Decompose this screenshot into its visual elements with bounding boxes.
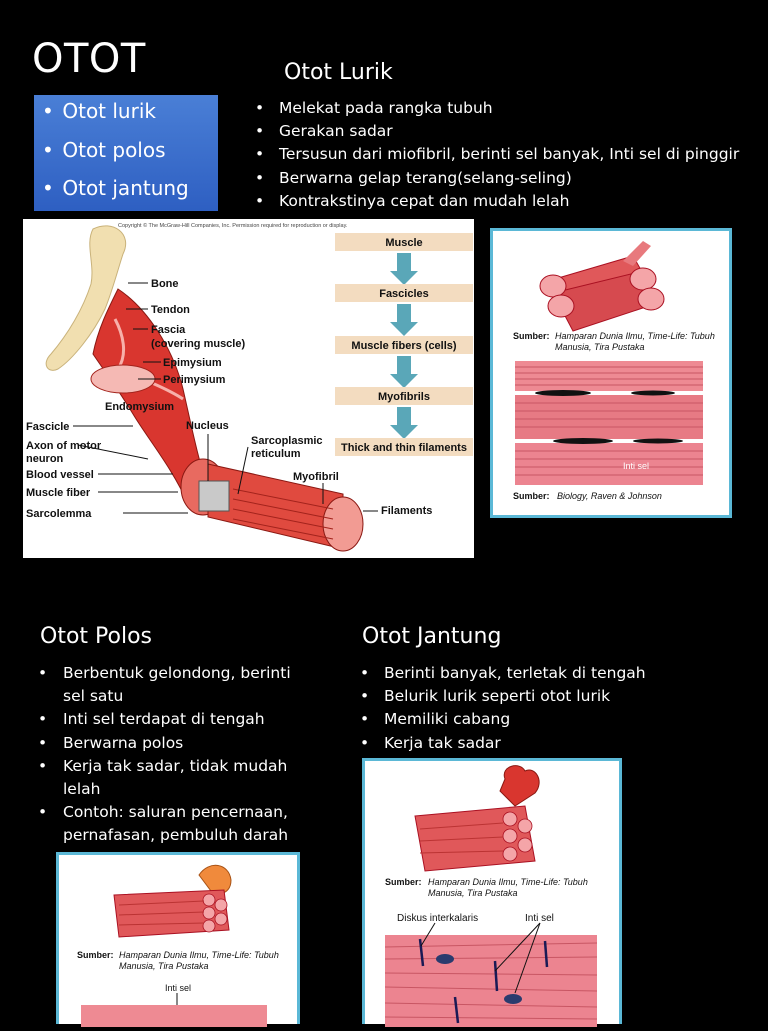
skeletal-fiber-illustration <box>539 241 665 332</box>
label-nucleus: Nucleus <box>186 420 229 432</box>
label-filaments: Filaments <box>381 505 432 517</box>
nucleus-label: Inti sel <box>525 913 554 924</box>
polos-image-panel: Sumber: Hamparan Dunia Ilmu, Time-Life: … <box>56 852 300 1027</box>
label-sarcoplasmic-sub: reticulum <box>251 448 301 460</box>
copyright-text: Copyright © The McGraw-Hill Companies, I… <box>118 222 348 229</box>
striated-fiber-micrograph <box>515 361 703 485</box>
label-sarcolemma: Sarcolemma <box>26 508 92 520</box>
flow-step-2: Fascicles <box>379 288 429 300</box>
source-label: Sumber: <box>385 877 422 887</box>
label-perimysium: Perimysium <box>163 374 226 386</box>
list-item: Gerakan sadar <box>253 120 753 143</box>
smooth-muscle-illustration <box>113 865 232 938</box>
polos-heading: Otot Polos <box>40 624 152 649</box>
label-endomysium: Endomysium <box>105 401 174 413</box>
source-line-1: Hamparan Dunia Ilmu, Time-Life: Tubuh <box>119 950 279 960</box>
label-fascia-sub: (covering muscle) <box>151 338 245 350</box>
nucleus-label: Inti sel <box>623 461 649 471</box>
source-label: Sumber: <box>513 331 550 341</box>
label-epimysium: Epimysium <box>163 357 222 369</box>
label-axon-sub: neuron <box>26 453 64 465</box>
polos-list: Berbentuk gelondong, berinti sel satu In… <box>36 662 316 848</box>
jantung-image-panel: Sumber: Hamparan Dunia Ilmu, Time-Life: … <box>362 758 622 1027</box>
label-sarcoplasmic: Sarcoplasmic <box>251 435 323 447</box>
menu-item-jantung[interactable]: • Otot jantung <box>42 176 189 200</box>
smooth-fiber-micrograph <box>81 1005 267 1027</box>
cardiac-muscle-illustration <box>414 765 540 872</box>
list-item: Contoh: saluran pencernaan, pernafasan, … <box>36 801 316 847</box>
list-item: Kerja tak sadar, tidak mudah lelah <box>36 755 316 801</box>
list-item: Berwarna polos <box>36 732 316 755</box>
page-title: OTOT <box>32 36 146 82</box>
list-item: Berinti banyak, terletak di tengah <box>358 662 758 685</box>
source-2-text: Biology, Raven & Johnson <box>557 491 662 501</box>
fascicle-bundle <box>180 458 364 552</box>
intercalated-disc-label: Diskus interkalaris <box>397 913 478 924</box>
label-muscle-fiber: Muscle fiber <box>26 487 91 499</box>
source-label: Sumber: <box>77 950 114 960</box>
menu-item-lurik[interactable]: • Otot lurik <box>42 99 156 123</box>
list-item: Kontrakstinya cepat dan mudah lelah <box>253 190 753 213</box>
label-fascia: Fascia <box>151 324 186 336</box>
label-blood-vessel: Blood vessel <box>26 469 94 481</box>
lurik-image-panel: Sumber: Hamparan Dunia Ilmu, Time-Life: … <box>490 228 732 518</box>
jantung-heading: Otot Jantung <box>362 624 502 649</box>
jantung-list: Berinti banyak, terletak di tengah Belur… <box>358 662 758 755</box>
label-myofibril: Myofibril <box>293 471 339 483</box>
source-line-2: Manusia, Tira Pustaka <box>428 888 517 898</box>
list-item: Tersusun dari miofibril, berinti sel ban… <box>253 143 753 166</box>
lurik-heading: Otot Lurik <box>284 60 393 85</box>
source-line-2: Manusia, Tira Pustaka <box>119 961 208 971</box>
list-item: Berbentuk gelondong, berinti sel satu <box>36 662 316 708</box>
menu-item-polos[interactable]: • Otot polos <box>42 137 166 162</box>
label-fascicle: Fascicle <box>26 421 69 433</box>
source-line-2: Manusia, Tira Pustaka <box>555 342 644 352</box>
list-item: Berwarna gelap terang(selang-seling) <box>253 167 753 190</box>
label-axon: Axon of motor <box>26 440 102 452</box>
label-tendon: Tendon <box>151 304 190 316</box>
flow-step-5: Thick and thin filaments <box>341 442 467 454</box>
muscle-anatomy-diagram: Copyright © The McGraw-Hill Companies, I… <box>23 219 474 558</box>
list-item: Belurik lurik seperti otot lurik <box>358 685 758 708</box>
bone-shape <box>45 225 127 371</box>
lurik-list: Melekat pada rangka tubuh Gerakan sadar … <box>253 97 753 213</box>
cardiac-fiber-micrograph <box>384 922 598 1027</box>
list-item: Kerja tak sadar <box>358 732 758 755</box>
label-bone: Bone <box>151 278 179 290</box>
hierarchy-flow: Muscle Fascicles Muscle fibers (cells) M… <box>335 233 473 456</box>
source-label-2: Sumber: <box>513 491 550 501</box>
flow-step-4: Myofibrils <box>378 391 430 403</box>
muscle-type-menu: • Otot lurik • Otot polos • Otot jantung <box>34 95 218 211</box>
source-line-1: Hamparan Dunia Ilmu, Time-Life: Tubuh <box>428 877 588 887</box>
list-item: Memiliki cabang <box>358 708 758 731</box>
flow-step-1: Muscle <box>385 237 422 249</box>
source-line-1: Hamparan Dunia Ilmu, Time-Life: Tubuh <box>555 331 715 341</box>
flow-step-3: Muscle fibers (cells) <box>351 340 456 352</box>
list-item: Inti sel terdapat di tengah <box>36 708 316 731</box>
nucleus-label: Inti sel <box>165 983 191 993</box>
list-item: Melekat pada rangka tubuh <box>253 97 753 120</box>
